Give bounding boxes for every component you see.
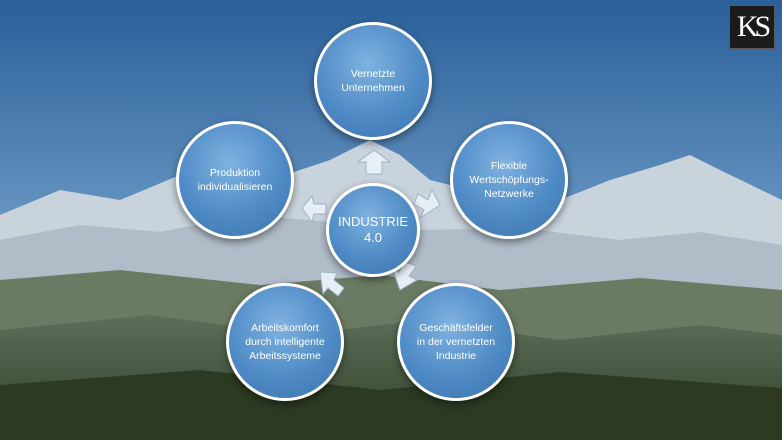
node-label: Arbeitskomfort durch intelligente Arbeit… <box>245 322 325 362</box>
center-label: INDUSTRIE 4.0 <box>337 214 409 245</box>
logo-text: KS <box>736 10 771 43</box>
node-label: Vernetzte Unternehmen <box>341 68 405 94</box>
node-label: Produktion individualisieren <box>197 167 273 193</box>
node-flexible-netzwerke: Flexible Wertschöpfungs- Netzwerke <box>450 121 568 239</box>
node-label: Flexible Wertschöpfungs- Netzwerke <box>469 160 549 200</box>
node-geschaeftsfelder: Geschäftsfelder in der vernetzten Indust… <box>397 283 515 401</box>
node-vernetzte-unternehmen: Vernetzte Unternehmen <box>314 22 432 140</box>
ks-logo: KS <box>729 5 775 49</box>
node-produktion-individualisieren: Produktion individualisieren <box>176 121 294 239</box>
node-label: Geschäftsfelder in der vernetzten Indust… <box>416 322 496 362</box>
node-arbeitskomfort: Arbeitskomfort durch intelligente Arbeit… <box>226 283 344 401</box>
center-node-industrie-4-0: INDUSTRIE 4.0 <box>326 183 420 277</box>
